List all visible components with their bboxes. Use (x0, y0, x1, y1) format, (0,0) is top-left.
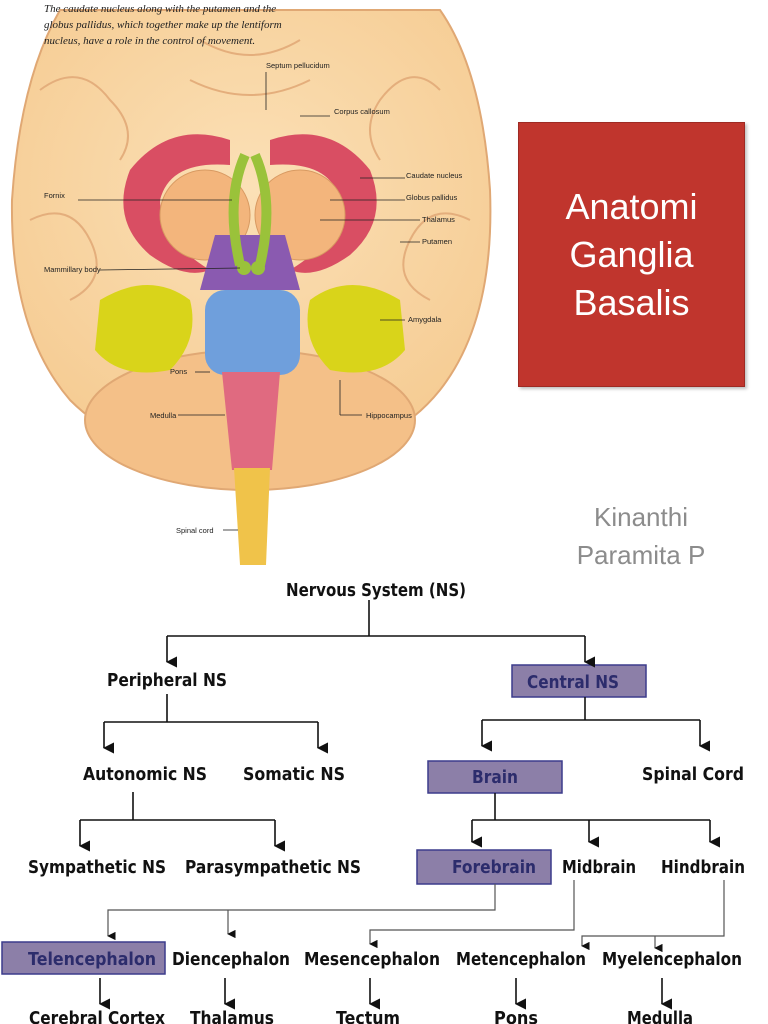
node-sympathetic-ns: Sympathetic NS (28, 857, 166, 878)
title-box: Anatomi Ganglia Basalis (518, 122, 745, 387)
node-diencephalon: Diencephalon (172, 949, 290, 970)
node-nervous-system: Nervous System (NS) (286, 580, 466, 601)
node-peripheral-ns: Peripheral NS (107, 670, 227, 691)
node-mesencephalon: Mesencephalon (304, 949, 440, 970)
title-line-2: Ganglia (569, 233, 694, 275)
node-somatic-ns: Somatic NS (243, 764, 345, 785)
node-forebrain: Forebrain (452, 857, 536, 878)
spinal-cord-shape (234, 468, 270, 565)
caption-line-1: The caudate nucleus along with the putam… (44, 3, 276, 15)
forebrain-highlight (416, 849, 552, 885)
author-line-2: Paramita P (576, 540, 706, 570)
label-globus-pallidus: Globus pallidus (406, 193, 458, 202)
node-medulla: Medulla (627, 1008, 693, 1024)
label-medulla: Medulla (150, 411, 177, 420)
author-name: Kinanthi Paramita P (566, 498, 716, 574)
gyri-lines (29, 39, 471, 301)
label-pons: Pons (170, 367, 187, 376)
leader-lines (78, 72, 420, 531)
node-cerebral-cortex: Cerebral Cortex (29, 1008, 165, 1024)
node-brain: Brain (472, 767, 518, 788)
medulla-shape (222, 372, 280, 470)
node-myelencephalon: Myelencephalon (602, 949, 742, 970)
node-metencephalon: Metencephalon (456, 949, 586, 970)
label-septum-pellucidum: Septum pellucidum (266, 61, 330, 70)
brain-illustration: The caudate nucleus along with the putam… (0, 0, 500, 578)
node-spinal-cord: Spinal Cord (642, 764, 744, 785)
central-ns-highlight (511, 664, 647, 698)
tree-connectors (78, 600, 725, 1010)
label-mammillary-body: Mammillary body (44, 265, 101, 274)
title-line-1: Anatomi (565, 185, 698, 227)
caudate-left-shape (123, 134, 230, 273)
node-central-ns: Central NS (527, 672, 619, 693)
node-autonomic-ns: Autonomic NS (83, 764, 207, 785)
thalamus-region-shape (200, 235, 300, 290)
label-fornix: Fornix (44, 191, 65, 200)
label-putamen: Putamen (422, 237, 452, 246)
label-caudate-nucleus: Caudate nucleus (406, 171, 463, 180)
node-hindbrain: Hindbrain (661, 857, 745, 878)
node-parasympathetic-ns: Parasympathetic NS (185, 857, 361, 878)
label-corpus-callosum: Corpus callosum (334, 107, 390, 116)
node-thalamus: Thalamus (190, 1008, 274, 1024)
label-amygdala: Amygdala (408, 315, 442, 324)
caudate-right-shape (270, 134, 377, 273)
amygdala-right-shape (307, 285, 405, 373)
caption-line-2: globus pallidus, which together make up … (44, 19, 282, 31)
label-hippocampus: Hippocampus (366, 411, 412, 420)
node-midbrain: Midbrain (562, 857, 636, 878)
fornix-shape (228, 152, 272, 267)
nervous-system-tree: Nervous System (NS) Peripheral NS Centra… (1, 580, 745, 1024)
label-thalamus: Thalamus (422, 215, 455, 224)
title-line-3: Basalis (573, 281, 690, 323)
label-spinal-cord: Spinal cord (176, 526, 214, 535)
amygdala-left-shape (95, 285, 193, 373)
node-pons: Pons (494, 1008, 538, 1024)
telencephalon-highlight (1, 941, 166, 975)
node-telencephalon: Telencephalon (28, 949, 156, 970)
pons-shape (205, 290, 300, 375)
node-tectum: Tectum (336, 1008, 400, 1024)
brain-highlight (427, 760, 563, 794)
caption-line-3: nucleus, have a role in the control of m… (44, 35, 255, 47)
author-line-1: Kinanthi (594, 502, 688, 532)
